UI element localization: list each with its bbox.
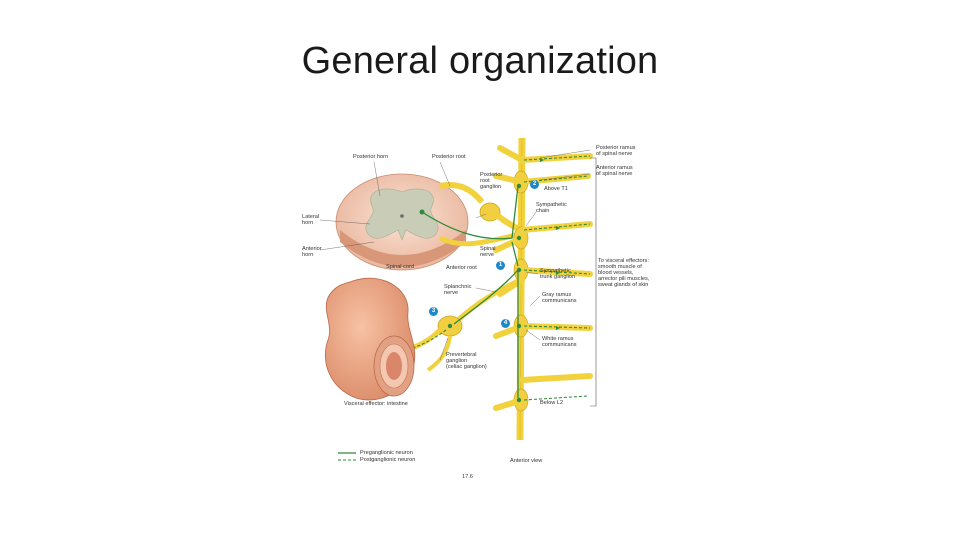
label-posterior-root-ganglion-2: root xyxy=(480,178,490,184)
label-prevertebral-ganglion-3: (celiac ganglion) xyxy=(446,364,487,370)
label-visceral-effector: Visceral effector: intestine xyxy=(344,401,408,407)
step-badge-3: 3 xyxy=(429,307,438,316)
label-sympathetic-trunk-ganglion-1: Sympathetic xyxy=(540,268,571,274)
spinal-cord-section xyxy=(335,173,469,271)
label-posterior-ramus: Posterior ramus xyxy=(596,145,636,151)
label-spinal-nerve-1: Spinal xyxy=(480,246,496,252)
label-above-t1: Above T1 xyxy=(544,186,568,192)
label-spinal-cord: Spinal cord xyxy=(386,264,414,270)
preganglionic-paths xyxy=(421,185,519,398)
label-visceral-effectors-3: blood vessels, xyxy=(598,270,634,276)
label-anterior-root: Anterior root xyxy=(446,265,477,271)
label-lateral-horn-1: Lateral xyxy=(302,214,320,220)
sympathetic-pathway-figure: Posterior horn Posterior root Posterior … xyxy=(290,130,670,490)
label-sympathetic-chain-2: chain xyxy=(536,208,550,214)
label-posterior-horn: Posterior horn xyxy=(353,154,389,160)
label-posterior-root: Posterior root xyxy=(432,154,466,160)
label-posterior-ramus-2: of spinal nerve xyxy=(596,151,633,157)
label-white-ramus-2: communicans xyxy=(542,342,577,348)
step-badge-1: 1 xyxy=(496,261,505,270)
leader-lines xyxy=(319,149,591,361)
label-white-ramus-1: White ramus xyxy=(542,336,574,342)
label-anterior-ramus: Anterior ramus xyxy=(596,165,633,171)
label-below-l2: Below L2 xyxy=(540,400,564,406)
label-lateral-horn-2: horn xyxy=(302,220,314,226)
label-sympathetic-chain-1: Sympathetic xyxy=(536,202,567,208)
label-gray-ramus-2: communicans xyxy=(542,298,577,304)
label-splanchnic-nerve-2: nerve xyxy=(444,290,458,296)
label-visceral-effectors-2: smooth muscle of xyxy=(598,264,642,270)
label-posterior-root-ganglion-3: ganglion xyxy=(480,184,502,190)
label-anterior-view: Anterior view xyxy=(510,458,543,464)
label-anterior-ramus-2: of spinal nerve xyxy=(596,171,633,177)
legend-preganglionic-label: Preganglionic neuron xyxy=(360,450,413,456)
label-prevertebral-ganglion-2: ganglion xyxy=(446,358,468,364)
label-anterior-horn-2: horn xyxy=(302,252,314,258)
nerve-arrows xyxy=(540,158,560,330)
step-badge-2: 2 xyxy=(530,180,539,189)
anterior-root xyxy=(438,231,521,247)
label-sympathetic-trunk-ganglion-2: trunk ganglion xyxy=(540,274,576,280)
label-visceral-effectors-5: sweat glands of skin xyxy=(598,282,649,288)
effectors-bracket xyxy=(590,157,597,407)
label-visceral-effectors-4: arrector pili muscles, xyxy=(598,276,650,282)
sympathetic-pathway-diagram xyxy=(319,137,597,461)
figure-number: 17.6 xyxy=(462,474,473,480)
label-splanchnic-nerve-1: Splanchnic xyxy=(444,284,472,290)
legend-postganglionic-label: Postganglionic neuron xyxy=(360,457,416,463)
label-anterior-horn-1: Anterior xyxy=(302,246,322,252)
slide-title: General organization xyxy=(301,40,659,82)
label-gray-ramus-1: Gray ramus xyxy=(542,292,572,298)
label-posterior-root-ganglion-1: Posterior xyxy=(480,172,503,178)
intestine xyxy=(324,277,416,401)
step-badge-4: 4 xyxy=(501,319,510,328)
label-visceral-effectors-1: To visceral effectors: xyxy=(598,258,649,264)
label-spinal-nerve-2: nerve xyxy=(480,252,494,258)
label-prevertebral-ganglion-1: Prevertebral xyxy=(446,352,477,358)
neuron-cell-bodies xyxy=(419,183,522,403)
